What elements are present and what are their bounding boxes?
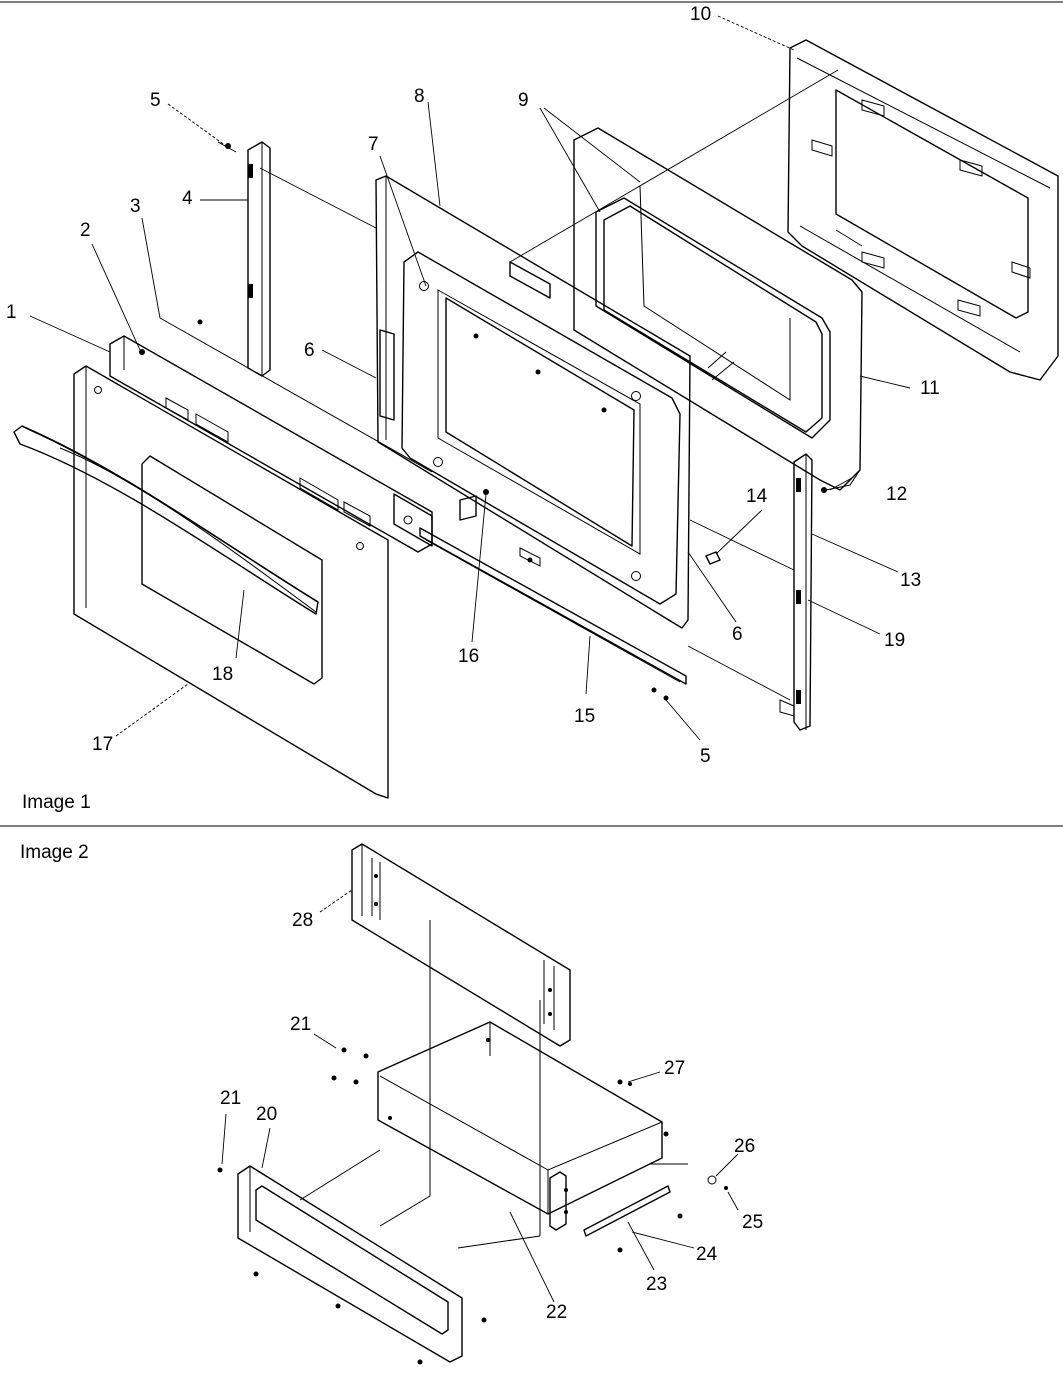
- caption-image-1: Image 1: [22, 792, 91, 813]
- part-3-vent-bracket: [109, 317, 433, 553]
- callout-10: 10: [690, 4, 711, 25]
- part-20-drawer-front: [237, 1165, 463, 1363]
- callout-22: 22: [546, 1302, 567, 1323]
- callout-26: 26: [734, 1136, 755, 1157]
- callout-2: 2: [80, 220, 91, 241]
- callout-21-top: 21: [290, 1014, 311, 1035]
- assembly-lines-image-1: [259, 69, 863, 701]
- part-17-outer-door-panel: [73, 365, 389, 799]
- callout-12: 12: [886, 484, 907, 505]
- callout-17: 17: [92, 734, 113, 755]
- callout-5-bottom: 5: [700, 746, 711, 767]
- callout-7: 7: [368, 134, 379, 155]
- callout-6-left: 6: [304, 340, 315, 361]
- part-8-inner-door-liner: [375, 175, 691, 629]
- part-23-drawer-slide: [549, 1171, 671, 1237]
- callout-21-left: 21: [220, 1088, 241, 1109]
- part-18-door-handle: [13, 425, 319, 615]
- callout-14: 14: [746, 486, 768, 507]
- callout-11: 11: [920, 378, 940, 399]
- callout-13: 13: [900, 570, 921, 591]
- caption-image-2: Image 2: [20, 842, 89, 863]
- callout-4: 4: [182, 188, 193, 209]
- callout-25: 25: [742, 1212, 763, 1233]
- hardware-screws-image-2: [217, 1047, 728, 1365]
- part-4-left-hinge-channel: [247, 141, 271, 377]
- callout-24: 24: [696, 1244, 718, 1265]
- part-28-drawer-back-panel: [351, 843, 571, 1047]
- callout-16: 16: [458, 646, 479, 667]
- callout-leaders-image-1: [29, 15, 911, 741]
- part-22-drawer-liner: [299, 920, 663, 1249]
- part-9-window-glass: [573, 127, 863, 491]
- part-13-right-hinge-channel: [779, 453, 813, 731]
- callout-1: 1: [6, 302, 17, 323]
- part-15-bottom-trim: [419, 527, 687, 685]
- callout-9: 9: [518, 90, 529, 111]
- part-10-outer-door-frame: [787, 39, 1059, 381]
- callout-27: 27: [664, 1058, 685, 1079]
- callout-19: 19: [884, 630, 905, 651]
- callout-23: 23: [646, 1274, 667, 1295]
- callout-28: 28: [292, 910, 313, 931]
- hardware-screws: [139, 141, 827, 701]
- callout-leaders-image-2: [221, 889, 739, 1303]
- callout-6-right: 6: [732, 624, 743, 645]
- callout-20: 20: [256, 1104, 277, 1125]
- callout-5-top: 5: [150, 90, 161, 111]
- callout-18: 18: [212, 664, 233, 685]
- callout-3: 3: [130, 196, 141, 217]
- callout-15: 15: [574, 706, 595, 727]
- callout-8: 8: [414, 86, 425, 107]
